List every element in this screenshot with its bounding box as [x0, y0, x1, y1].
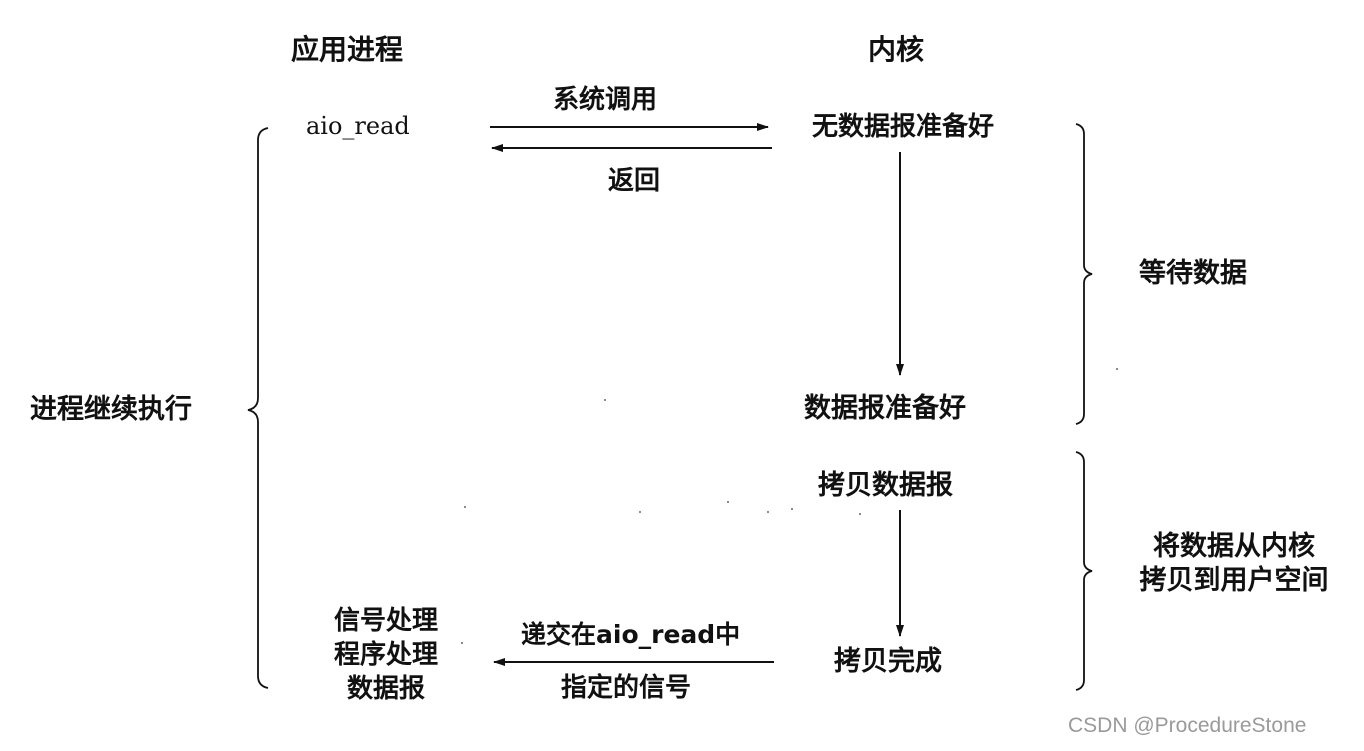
signal-handler-label: 信号处理 程序处理 数据报	[316, 604, 456, 706]
continue-brace	[247, 127, 269, 689]
copy-phase-line-2: 拷贝到用户空间	[1139, 565, 1329, 596]
no-data-ready-label: 无数据报准备好	[812, 112, 995, 142]
copy-brace	[1075, 451, 1093, 691]
signal-label: 指定的信号	[561, 673, 692, 703]
copy-to-user-label: 将数据从内核 拷贝到用户空间	[1118, 530, 1350, 598]
deliver-label: 递交在aio_read中	[521, 620, 741, 649]
handler-line-2: 程序处理	[333, 640, 438, 670]
handler-line-3: 数据报	[346, 674, 425, 704]
handler-line-1: 信号处理	[333, 606, 438, 636]
data-ready-label: 数据报准备好	[804, 393, 966, 424]
app-process-header: 应用进程	[291, 33, 404, 66]
syscall-label: 系统调用	[553, 85, 658, 115]
copy-datagram-label: 拷贝数据报	[818, 470, 953, 501]
copy-phase-line-1: 将数据从内核	[1153, 531, 1315, 562]
csdn-watermark: CSDN @ProcedureStone	[1068, 714, 1307, 737]
scan-specks	[461, 368, 1118, 644]
wait-brace	[1075, 123, 1093, 425]
wait-data-label: 等待数据	[1139, 258, 1247, 289]
process-continue-label: 进程继续执行	[30, 394, 192, 425]
return-label: 返回	[608, 166, 661, 196]
aio-read-call: aio_read	[306, 112, 410, 140]
kernel-header: 内核	[868, 33, 925, 66]
copy-done-label: 拷贝完成	[834, 646, 942, 677]
